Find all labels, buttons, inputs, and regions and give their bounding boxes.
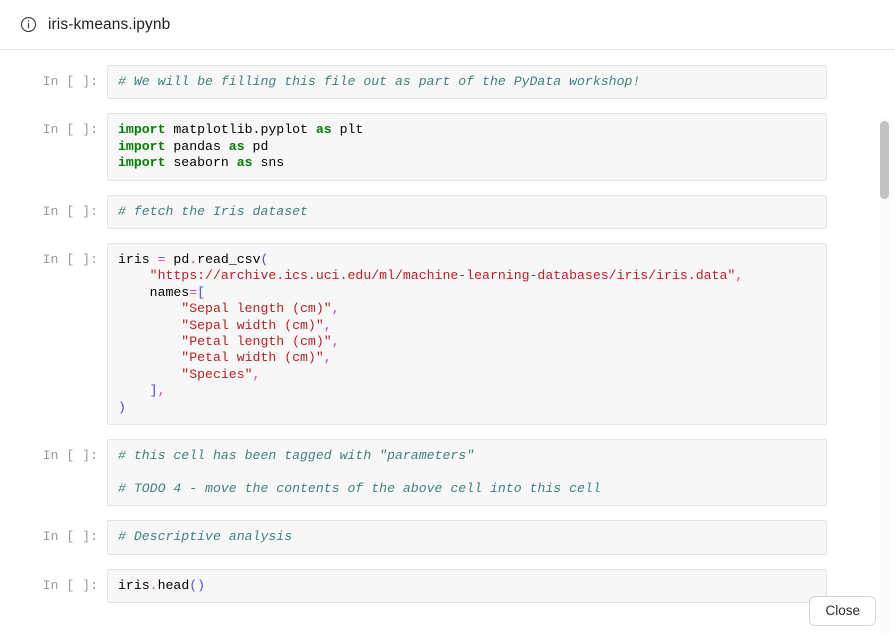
code-blank-line — [118, 465, 820, 481]
cell-input-area[interactable]: # Descriptive analysis — [107, 520, 827, 555]
code-token-comment: # We will be filling this file out as pa… — [118, 74, 641, 89]
code-line: # Descriptive analysis — [118, 529, 820, 545]
code-token-string: "Sepal length (cm)" — [118, 301, 332, 317]
code-line: "https://archive.ics.uci.edu/ml/machine-… — [118, 268, 820, 284]
code-token-op: , — [735, 268, 744, 284]
cell-input-area[interactable]: # We will be filling this file out as pa… — [107, 65, 827, 100]
code-token-name: pandas — [165, 138, 229, 154]
notebook-cell[interactable]: In [ ]: iris = pd.read_csv( "https://arch… — [0, 243, 895, 426]
code-token-keyword: import — [118, 155, 166, 171]
code-token-op: , — [331, 301, 340, 317]
code-line: "Petal length (cm)", — [118, 334, 820, 350]
code-line: "Sepal width (cm)", — [118, 318, 820, 334]
code-line: ) — [118, 400, 820, 416]
code-line: "Species", — [118, 367, 820, 383]
code-token-op: = — [189, 284, 198, 300]
code-token-name: names — [118, 284, 190, 300]
code-line: # We will be filling this file out as pa… — [118, 74, 820, 90]
code-token-name: iris — [118, 577, 150, 593]
code-token-name: pd — [165, 252, 190, 268]
code-token-comment: # TODO 4 - move the contents of the abov… — [118, 480, 601, 496]
notebook-cell[interactable]: In [ ]: # We will be filling this file ou… — [0, 65, 895, 100]
code-line: ], — [118, 383, 820, 399]
cell-prompt: In [ ]: — [42, 252, 98, 268]
code-line: iris.head() — [118, 578, 820, 594]
code-token-punct: () — [189, 577, 206, 593]
notebook-cell[interactable]: In [ ]: iris.head() — [0, 568, 895, 604]
code-token-op: , — [252, 366, 261, 382]
code-line: "Sepal length (cm)", — [118, 301, 820, 317]
code-token-punct: ] — [118, 383, 158, 399]
cell-input-area[interactable]: iris = pd.read_csv( "https://archive.ics… — [107, 243, 827, 426]
code-token-punct: ) — [118, 399, 126, 415]
code-token-keyword: import — [118, 122, 166, 138]
code-token-punct: [ — [197, 284, 206, 300]
cell-prompt: In [ ]: — [42, 448, 98, 464]
code-token-keyword: as — [315, 122, 332, 138]
cell-prompt: In [ ]: — [42, 529, 98, 545]
code-token-op: . — [189, 252, 198, 268]
notebook-cell-list: In [ ]: # We will be filling this file ou… — [0, 51, 895, 604]
vertical-scrollbar[interactable] — [880, 116, 889, 636]
notebook-scroll-region[interactable]: In [ ]: # We will be filling this file ou… — [0, 51, 895, 643]
code-token-name: matplotlib.pyplot — [165, 122, 316, 138]
code-line: import seaborn as sns — [118, 155, 820, 171]
code-token-op: , — [323, 350, 332, 366]
notebook-cell[interactable]: In [ ]: # fetch the Iris dataset — [0, 194, 895, 230]
code-token-string: "https://archive.ics.uci.edu/ml/machine-… — [118, 268, 736, 284]
code-token-keyword: as — [236, 155, 253, 171]
code-token-name: read_csv — [197, 252, 261, 268]
code-line: iris = pd.read_csv( — [118, 252, 820, 268]
code-line: import pandas as pd — [118, 139, 820, 155]
code-token-op: = — [157, 252, 166, 268]
code-token-op: , — [157, 383, 166, 399]
code-token-string: "Sepal width (cm)" — [118, 317, 324, 333]
cell-prompt: In [ ]: — [42, 74, 98, 89]
code-line: import matplotlib.pyplot as plt — [118, 122, 820, 138]
cell-input-area[interactable]: # this cell has been tagged with "parame… — [107, 439, 827, 507]
code-token-name: head — [157, 577, 190, 593]
code-token-string: "Species" — [118, 366, 253, 382]
cell-prompt: In [ ]: — [42, 122, 98, 138]
notebook-cell[interactable]: In [ ]: # Descriptive analysis — [0, 520, 895, 555]
code-token-keyword: as — [228, 138, 245, 154]
code-token-op: . — [149, 577, 158, 593]
cell-prompt: In [ ]: — [42, 577, 98, 593]
code-token-op: , — [331, 334, 340, 350]
code-line: # this cell has been tagged with "parame… — [118, 448, 820, 464]
code-line: names=[ — [118, 285, 820, 301]
code-token-comment: # Descriptive analysis — [118, 529, 293, 545]
cell-input-area[interactable]: iris.head() — [107, 568, 827, 604]
cell-input-area[interactable]: # fetch the Iris dataset — [107, 194, 827, 230]
code-line: "Petal width (cm)", — [118, 350, 820, 366]
code-token-keyword: import — [118, 138, 166, 154]
notebook-cell[interactable]: In [ ]: # this cell has been tagged with … — [0, 439, 895, 507]
titlebar: iris-kmeans.ipynb — [0, 0, 895, 50]
info-icon — [20, 16, 37, 33]
code-line: # TODO 4 - move the contents of the abov… — [118, 481, 820, 497]
scrollbar-thumb[interactable] — [880, 121, 889, 199]
close-button[interactable]: Close — [809, 596, 876, 626]
code-token-string: "Petal width (cm)" — [118, 350, 324, 366]
code-token-name: iris — [118, 252, 158, 268]
code-token-name: pd — [244, 138, 269, 154]
code-token-name: seaborn — [165, 155, 237, 171]
code-token-op: , — [323, 317, 332, 333]
code-token-punct: ( — [260, 252, 269, 268]
code-token-name: plt — [331, 122, 364, 138]
page-title: iris-kmeans.ipynb — [48, 15, 171, 33]
cell-prompt: In [ ]: — [42, 203, 98, 219]
code-token-comment: # fetch the Iris dataset — [118, 203, 308, 219]
code-token-comment: # this cell has been tagged with "parame… — [118, 448, 475, 464]
code-line: # fetch the Iris dataset — [118, 204, 820, 220]
code-token-name: sns — [252, 155, 285, 171]
code-token-string: "Petal length (cm)" — [118, 334, 332, 350]
